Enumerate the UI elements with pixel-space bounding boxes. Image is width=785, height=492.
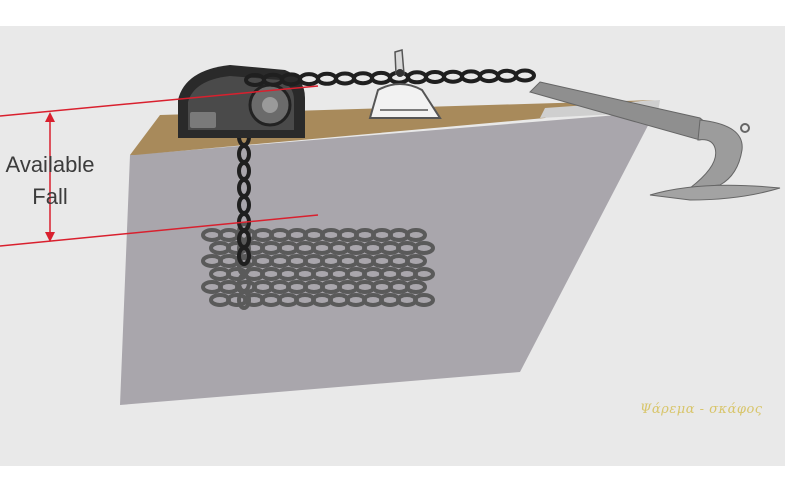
bottom-measure-line xyxy=(0,214,319,247)
watermark-text: Ψάρεμα - σκάφος xyxy=(640,402,763,417)
anchor-icon xyxy=(529,81,781,201)
deck-chain xyxy=(244,68,536,87)
fall-arrow xyxy=(45,112,55,242)
top-measure-line xyxy=(0,85,319,117)
chain-stopper-icon xyxy=(368,49,442,119)
windlass-icon xyxy=(178,65,305,138)
available-fall-label-line1: Available xyxy=(5,152,95,177)
chain-pile xyxy=(201,222,435,310)
available-fall-label-line2: Fall xyxy=(32,184,68,209)
